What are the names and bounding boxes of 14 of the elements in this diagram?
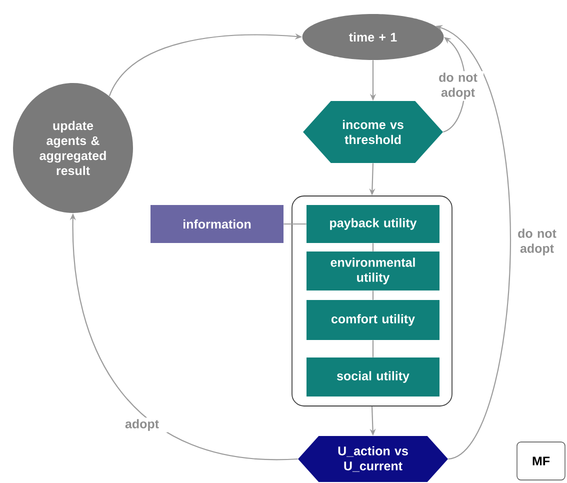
edge-label: adopt [116, 418, 168, 432]
process-box: comfort utility [306, 300, 440, 340]
decision-hexagon: income vs threshold [303, 101, 443, 163]
edge-label: do not adopt [432, 71, 484, 101]
input-box: information [150, 205, 284, 243]
process-box: payback utility [306, 205, 440, 243]
tag-box: MF [516, 442, 566, 480]
process-box: environmental utility [306, 252, 440, 290]
oval-node: time + 1 [302, 14, 444, 60]
decision-hexagon: U_action vs U_current [298, 436, 448, 482]
group-box [292, 196, 452, 406]
process-box: social utility [306, 358, 440, 396]
oval-node: update agents & aggregated result [13, 83, 133, 213]
edge-label: do not adopt [512, 227, 562, 257]
